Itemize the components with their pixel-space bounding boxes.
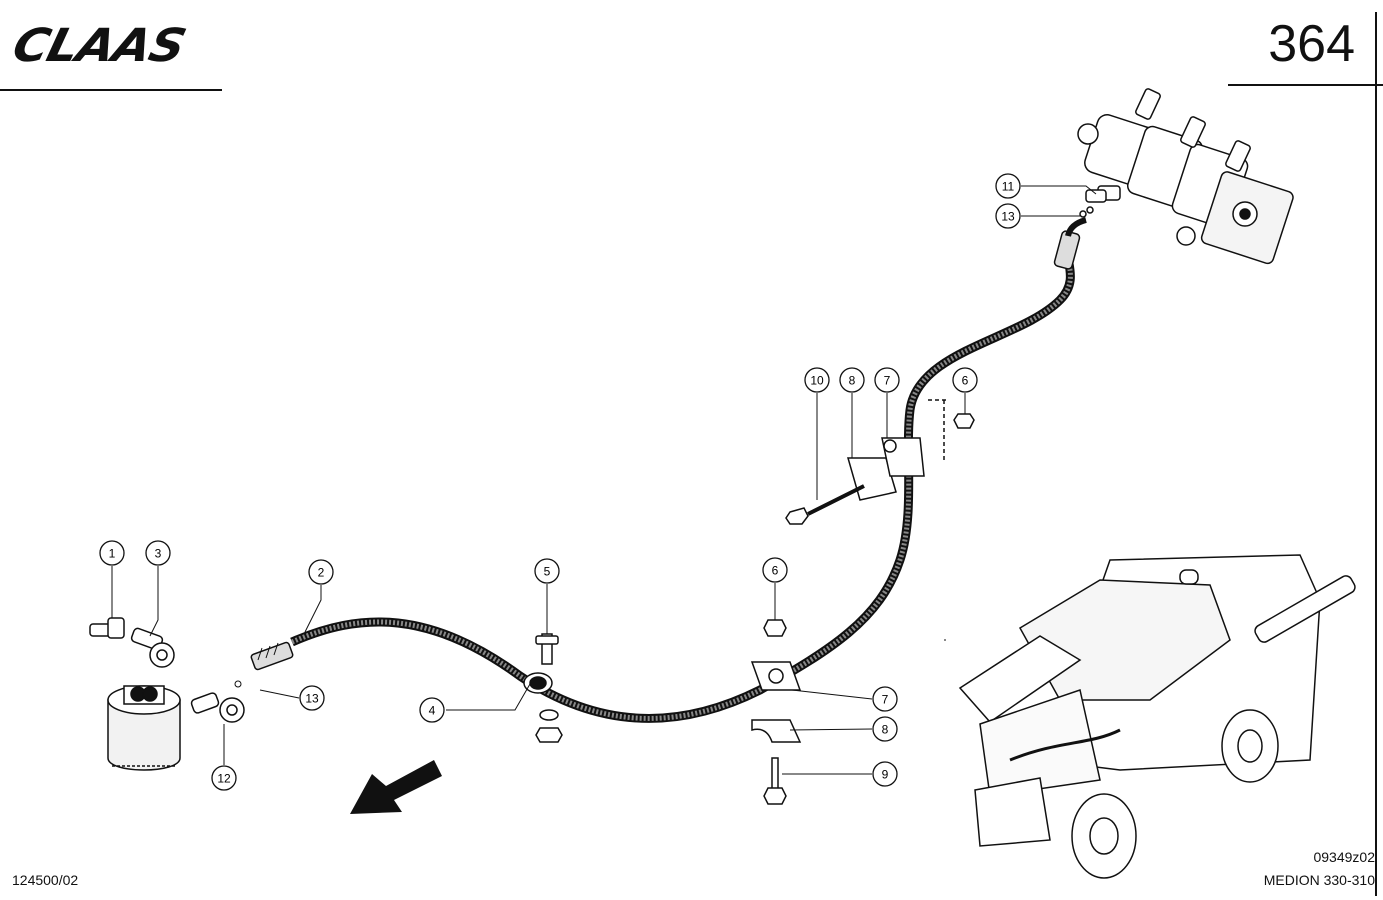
callout-label: 3 [155,547,162,561]
callout-label: 5 [544,565,551,579]
callout-label: 7 [884,374,891,388]
callout-circle [995,173,1021,199]
callout-label: 9 [882,768,889,782]
callout-c6a: 6 [762,557,788,583]
callout-circle [839,367,865,393]
model-name: MEDION 330-310 [1263,872,1375,888]
hydraulic-pump-assembly [1077,88,1294,265]
steering-unit [107,685,181,771]
callout-c4: 4 [419,697,445,723]
callout-label: 8 [849,374,856,388]
callout-c8b: 8 [872,716,898,742]
fitting-elbow-upper [1079,189,1107,218]
callout-c6b: 6 [952,367,978,393]
callout-label: 4 [429,704,436,718]
o-ring-lower [234,680,242,688]
page-number: 364 [1268,15,1355,73]
callout-c1: 1 [99,540,125,566]
callout-circle [534,558,560,584]
callout-circle [872,686,898,712]
leader-lines [111,185,1097,775]
callout-circle [419,697,445,723]
callout-label: 10 [810,374,824,388]
callout-c2: 2 [308,559,334,585]
callout-circle [872,716,898,742]
callout-circle [952,367,978,393]
callout-circle [995,203,1021,229]
callout-label: 2 [318,566,325,580]
callout-c11: 11 [995,173,1021,199]
fitting-elbow-banjo [130,627,175,668]
callout-label: 12 [217,772,231,786]
callout-c10: 10 [804,367,830,393]
callout-c13a: 13 [995,203,1021,229]
callout-c9: 9 [872,761,898,787]
callout-label: 1 [109,547,116,561]
callout-circle [804,367,830,393]
callout-circle [145,540,171,566]
callout-c7b: 7 [872,686,898,712]
callout-c12: 12 [211,765,237,791]
callout-label: 13 [305,692,319,706]
fitting-union [190,692,245,723]
callout-circle [874,367,900,393]
combine-harvester-icon [958,554,1356,879]
callout-circle [299,685,325,711]
callout-circle [872,761,898,787]
hose-clamp-middle [523,633,563,743]
callout-circle [762,557,788,583]
hose-clamp-lower [750,619,802,805]
callout-label: 6 [962,374,969,388]
fitting-tee [89,617,125,639]
callout-c8a: 8 [839,367,865,393]
callout-label: 13 [1001,210,1015,224]
callout-c7a: 7 [874,367,900,393]
hydraulic-hose [290,257,1075,723]
callout-c3: 3 [145,540,171,566]
callout-c13b: 13 [299,685,325,711]
hose-end-fitting-upper [1053,217,1087,270]
arrow-icon [350,760,442,814]
callout-c5: 5 [534,558,560,584]
callout-label: 6 [772,564,779,578]
callout-circle [211,765,237,791]
callout-circle [99,540,125,566]
hose-end-fitting-lower [250,641,294,671]
callout-label: 7 [882,693,889,707]
callout-label: 8 [882,723,889,737]
callout-circle [308,559,334,585]
hose-clamp-upper [785,399,975,525]
figure-code: 09349z02 [1313,849,1375,865]
drawing-code: 124500/02 [12,872,79,888]
callout-label: 11 [1002,180,1015,194]
